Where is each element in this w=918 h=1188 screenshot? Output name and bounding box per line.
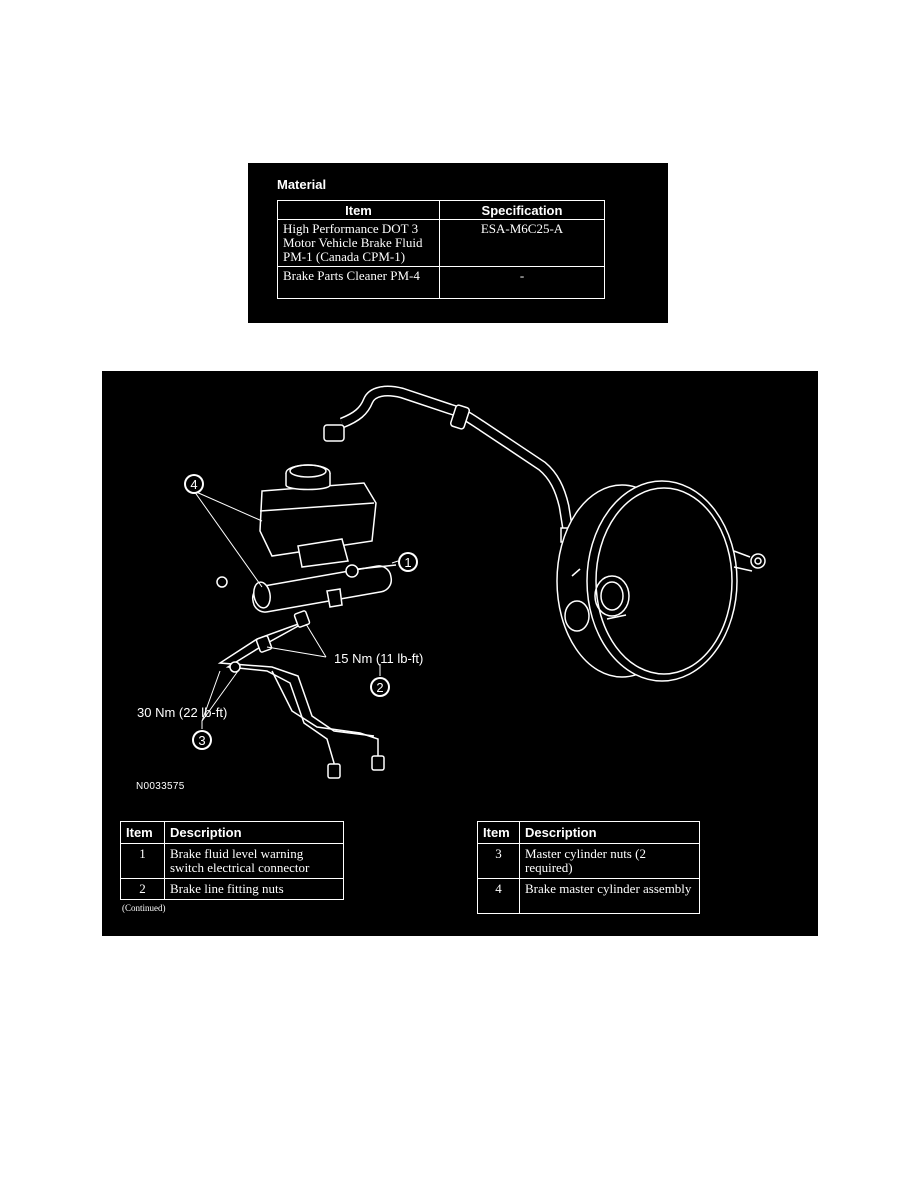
legend-header-row: Item Description (477, 821, 700, 844)
material-table: Item Specification High Performance DOT … (277, 200, 605, 299)
brake-lines (217, 610, 385, 779)
callout-2: 2 (370, 677, 390, 697)
callout-4-label: 4 (190, 477, 197, 492)
callout-3: 3 (192, 730, 212, 750)
material-spec-cell: - (439, 266, 605, 299)
legend-item-description: Brake line fitting nuts (164, 878, 344, 900)
legend-item-number: 2 (120, 878, 165, 900)
material-header-row: Item Specification (277, 200, 605, 220)
legend-header-row: Item Description (120, 821, 344, 844)
legend-item-description: Master cylinder nuts (2 required) (519, 843, 700, 879)
material-row: Brake Parts Cleaner PM-4 - (277, 266, 605, 299)
material-item-cell: Brake Parts Cleaner PM-4 (277, 266, 440, 299)
legend-item-description: Brake fluid level warning switch electri… (164, 843, 344, 879)
legend-item-number: 3 (477, 843, 520, 879)
brake-illustration: 4 1 2 3 15 Nm (11 lb-ft) 30 Nm (22 lb-ft… (137, 385, 766, 779)
legend-table-right: Item Description 3 Master cylinder nuts … (477, 821, 700, 914)
material-title: Material (277, 177, 327, 192)
legend-row: 1 Brake fluid level warning switch elect… (120, 843, 344, 879)
callout-4: 4 (184, 474, 204, 494)
legend-header-description: Description (519, 821, 700, 844)
leader-lines (193, 490, 399, 729)
legend-row: 2 Brake line fitting nuts (120, 878, 344, 900)
legend-item-description: Brake master cylinder assembly (519, 878, 700, 914)
torque-label-30: 30 Nm (22 lb-ft) (137, 705, 227, 720)
material-header-item: Item (277, 200, 440, 220)
callout-2-label: 2 (376, 680, 383, 695)
material-item-cell: High Performance DOT 3 Motor Vehicle Bra… (277, 219, 440, 267)
master-cylinder (216, 464, 397, 613)
continued-note: (Continued) (122, 903, 166, 913)
vacuum-hose (323, 385, 576, 543)
callout-1-label: 1 (404, 555, 411, 570)
legend-item-number: 4 (477, 878, 520, 914)
material-panel: Material Item Specification High Perform… (248, 163, 668, 323)
legend-header-item: Item (120, 821, 165, 844)
legend-row: 3 Master cylinder nuts (2 required) (477, 843, 700, 879)
figure-id: N0033575 (136, 781, 185, 792)
brake-illustration-panel: 4 1 2 3 15 Nm (11 lb-ft) 30 Nm (22 lb-ft… (102, 371, 818, 936)
legend-row: 4 Brake master cylinder assembly (477, 878, 700, 914)
legend-item-number: 1 (120, 843, 165, 879)
legend-table-left: Item Description 1 Brake fluid level war… (120, 821, 344, 900)
torque-label-15: 15 Nm (11 lb-ft) (334, 651, 423, 666)
brake-booster (556, 480, 766, 682)
callout-1: 1 (398, 552, 418, 572)
material-row: High Performance DOT 3 Motor Vehicle Bra… (277, 219, 605, 267)
legend-header-item: Item (477, 821, 520, 844)
legend-header-description: Description (164, 821, 344, 844)
callout-3-label: 3 (198, 733, 205, 748)
material-header-spec: Specification (439, 200, 605, 220)
material-spec-cell: ESA-M6C25-A (439, 219, 605, 267)
